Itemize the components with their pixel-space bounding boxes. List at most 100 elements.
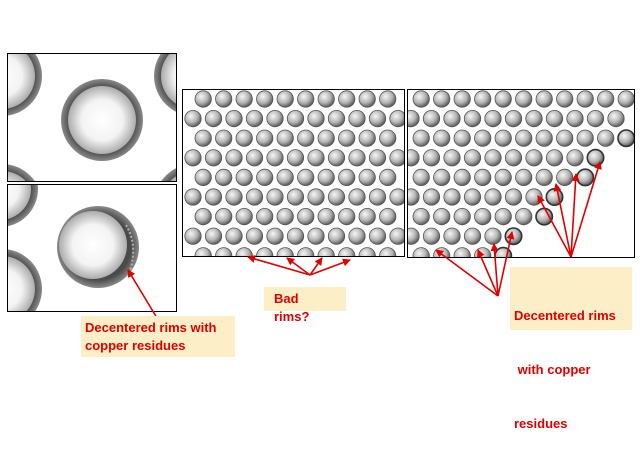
via-ball [422, 149, 441, 167]
via-ball [317, 168, 335, 187]
via-ball [576, 129, 594, 147]
via-ball [338, 208, 356, 226]
via-ball [535, 90, 553, 108]
via-ball [556, 168, 574, 187]
via-ball [617, 129, 634, 148]
via-ball [368, 227, 387, 245]
via-ball [235, 247, 253, 256]
via-ball [412, 129, 430, 147]
closeup-panel-bottom [7, 184, 177, 312]
via-ball [286, 110, 305, 128]
via-ball [194, 168, 212, 187]
via-ball [545, 110, 564, 128]
via-ball [245, 188, 264, 206]
via-ball-partial [8, 171, 26, 181]
via-ball [266, 149, 284, 167]
via-ball [586, 110, 605, 128]
via-ball [256, 168, 274, 187]
via-ball [545, 149, 564, 167]
via-ball [245, 149, 264, 167]
callout-right-line1: Decentered rims [514, 308, 616, 323]
via-ball [348, 188, 366, 206]
via-ball [422, 110, 441, 128]
via-ball [535, 168, 553, 187]
arrow-middle [309, 257, 323, 276]
via-ball [525, 110, 543, 128]
via-ball-partial [161, 54, 176, 104]
via-ball [317, 208, 335, 226]
via-ball [245, 227, 264, 245]
via-ball [433, 247, 451, 257]
via-ball [535, 129, 553, 147]
via-ball [515, 168, 533, 187]
via-ball [566, 110, 584, 128]
via-ball [317, 129, 335, 147]
via-ball [379, 129, 397, 147]
via-ball [453, 90, 471, 108]
via-ball [556, 129, 574, 147]
via-ball [474, 168, 492, 187]
via-ball [433, 90, 451, 108]
via-ball [327, 149, 346, 167]
via-ball [504, 188, 523, 206]
via-ball [504, 227, 523, 246]
via-ball [433, 129, 451, 147]
via-ball [194, 247, 212, 256]
via-ball [59, 211, 127, 279]
via-ball-partial [8, 54, 35, 109]
via-ball [412, 90, 430, 108]
via-ball [297, 168, 315, 187]
arrow-middle [309, 258, 351, 276]
via-ball [276, 247, 294, 256]
arrow-middle [286, 257, 311, 276]
via-ball [515, 208, 533, 226]
via-ball [235, 90, 253, 108]
via-ball [256, 90, 274, 108]
via-ball [443, 188, 461, 206]
via-ball [256, 247, 274, 256]
via-ball [368, 149, 387, 167]
via-ball [433, 208, 451, 226]
via-ball [358, 90, 376, 108]
via-ball [463, 227, 482, 245]
via-ball [256, 208, 274, 226]
via-ball [453, 129, 471, 147]
via-ball-partial [8, 256, 35, 311]
closeup-top-svg [8, 54, 176, 181]
via-ball [184, 110, 202, 128]
via-ball [515, 129, 533, 147]
closeup-bottom-svg [8, 185, 139, 311]
via-ball [617, 90, 634, 108]
via-ball [422, 227, 441, 245]
via-ball [607, 110, 625, 128]
via-ball [389, 227, 404, 245]
via-ball [443, 149, 461, 167]
via-ball [463, 110, 482, 128]
via-ball [266, 188, 284, 206]
via-ball [266, 227, 284, 245]
via-ball [276, 208, 294, 226]
via-ball [225, 227, 243, 245]
via-ball [494, 246, 513, 257]
arrow-middle [247, 255, 311, 276]
via-ball [338, 90, 356, 108]
via-ball [453, 168, 471, 187]
via-ball [235, 129, 253, 147]
via-ball [368, 188, 387, 206]
via-ball [215, 129, 233, 147]
via-ball [225, 110, 243, 128]
via-ball [379, 168, 397, 187]
via-ball [184, 149, 202, 167]
via-ball [379, 208, 397, 226]
via-array-right-svg [408, 90, 634, 257]
via-ball [358, 168, 376, 187]
via-ball [474, 208, 492, 226]
via-ball [443, 110, 461, 128]
via-ball [317, 247, 335, 256]
via-ball [463, 188, 482, 206]
via-ball [338, 247, 356, 256]
via-ball [276, 168, 294, 187]
via-ball [204, 227, 223, 245]
via-ball [225, 188, 243, 206]
via-ball [194, 208, 212, 226]
